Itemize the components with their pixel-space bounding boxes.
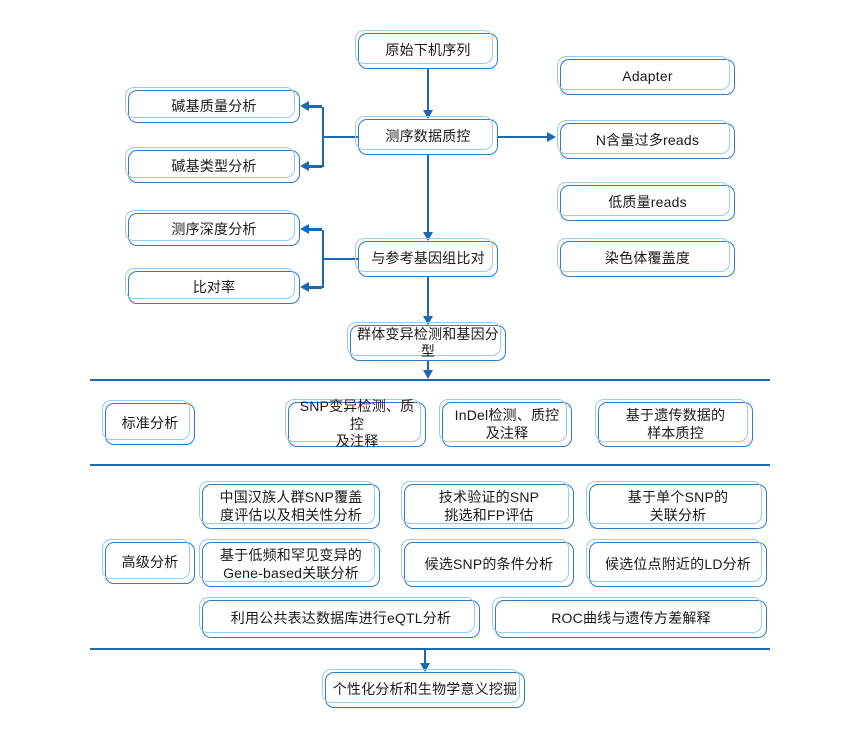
- node-base-quality[interactable]: 碱基质量分析: [125, 87, 300, 123]
- node-snp-detect[interactable]: SNP变异检测、质控 及注释: [285, 398, 426, 449]
- node-label-candidate-snp-cond: 候选SNP的条件分析: [424, 555, 554, 572]
- node-label-indel-detect: InDel检测、质控 及注释: [454, 407, 560, 441]
- node-chrom-coverage[interactable]: 染色体覆盖度: [557, 238, 735, 277]
- node-label-personalized-analysis: 个性化分析和生物学意义挖掘: [332, 681, 518, 698]
- node-label-variant-genotyping: 群体变异检测和基因分型: [357, 325, 499, 360]
- node-label-snp-detect: SNP变异检测、质控 及注释: [299, 398, 415, 450]
- node-label-tech-validated-snp: 技术验证的SNP 挑选和FP评估: [438, 489, 540, 523]
- node-label-base-quality: 碱基质量分析: [171, 97, 257, 114]
- node-variant-genotyping[interactable]: 群体变异检测和基因分型: [347, 322, 506, 361]
- connector-raw-to-qc: [426, 69, 430, 110]
- connector-qc-to-base-type: [309, 165, 322, 168]
- node-label-gene-based-assoc: 基于低频和罕见变异的 Gene-based关联分析: [220, 547, 362, 581]
- node-sample-qc[interactable]: 基于遗传数据的 样本质控: [595, 399, 753, 447]
- node-align-rate[interactable]: 比对率: [125, 268, 300, 304]
- node-label-roc-variance: ROC曲线与遗传方差解释: [551, 610, 711, 627]
- node-personalized-analysis[interactable]: 个性化分析和生物学意义挖掘: [322, 669, 525, 708]
- connector-qc-to-n-reads: [498, 135, 547, 139]
- node-low-quality-reads[interactable]: 低质量reads: [557, 182, 735, 221]
- node-raw-sequence[interactable]: 原始下机序列: [355, 30, 498, 69]
- node-gene-based-assoc[interactable]: 基于低频和罕见变异的 Gene-based关联分析: [199, 539, 380, 587]
- node-label-raw-sequence: 原始下机序列: [385, 42, 471, 59]
- node-label-align-rate: 比对率: [192, 278, 236, 295]
- node-single-snp-assoc[interactable]: 基于单个SNP的 关联分析: [586, 481, 767, 529]
- node-advanced-analysis[interactable]: 高级分析: [102, 539, 195, 584]
- node-label-ld-analysis: 候选位点附近的LD分析: [604, 555, 752, 572]
- arrowhead-variant-to-standard-icon: [422, 370, 433, 379]
- node-han-snp-coverage[interactable]: 中国汉族人群SNP覆盖 度评估以及相关性分析: [199, 481, 380, 529]
- section-divider-standard: [90, 379, 770, 381]
- node-label-han-snp-coverage: 中国汉族人群SNP覆盖 度评估以及相关性分析: [219, 489, 363, 523]
- node-label-sample-qc: 基于遗传数据的 样本质控: [625, 407, 726, 441]
- node-label-chrom-coverage: 染色体覆盖度: [604, 250, 691, 267]
- connector-qc-bracket: [322, 106, 325, 167]
- arrowhead-align-to-rate-icon: [300, 282, 309, 292]
- node-qc[interactable]: 测序数据质控: [355, 116, 498, 155]
- node-candidate-snp-cond[interactable]: 候选SNP的条件分析: [401, 539, 574, 587]
- node-indel-detect[interactable]: InDel检测、质控 及注释: [439, 399, 572, 447]
- node-label-eqtl-analysis: 利用公共表达数据库进行eQTL分析: [230, 610, 452, 627]
- node-eqtl-analysis[interactable]: 利用公共表达数据库进行eQTL分析: [199, 597, 480, 638]
- connector-align-to-variant: [426, 277, 430, 316]
- arrowhead-align-to-depth-icon: [300, 224, 309, 234]
- node-label-base-type: 碱基类型分析: [171, 157, 257, 174]
- node-label-standard-analysis: 标准分析: [121, 415, 179, 432]
- node-adapter[interactable]: Adapter: [557, 56, 735, 95]
- node-label-low-quality-reads: 低质量reads: [608, 194, 687, 211]
- node-label-advanced-analysis: 高级分析: [121, 554, 179, 571]
- node-label-n-reads: N含量过多reads: [595, 132, 700, 149]
- section-divider-advanced: [90, 464, 770, 466]
- node-label-align-reference: 与参考基因组比对: [371, 250, 485, 267]
- connector-qc-stub-left: [322, 135, 358, 139]
- section-divider-final: [90, 648, 770, 650]
- arrowhead-qc-to-base-type-icon: [300, 161, 309, 171]
- node-standard-analysis[interactable]: 标准分析: [102, 400, 195, 445]
- arrowhead-qc-to-n-reads-icon: [547, 131, 556, 142]
- arrowhead-final-to-personal-icon: [419, 663, 430, 672]
- connector-align-bracket: [322, 229, 325, 288]
- connector-variant-to-standard: [426, 361, 430, 370]
- connector-qc-to-base-quality: [309, 105, 322, 108]
- node-align-reference[interactable]: 与参考基因组比对: [355, 238, 498, 277]
- node-label-qc: 测序数据质控: [385, 128, 471, 145]
- connector-final-to-personal: [423, 648, 427, 663]
- arrowhead-qc-to-align-icon: [422, 232, 433, 241]
- arrowhead-qc-to-base-quality-icon: [300, 101, 309, 111]
- node-base-type[interactable]: 碱基类型分析: [125, 147, 300, 183]
- connector-align-stub-left: [322, 257, 358, 261]
- connector-align-to-rate: [309, 286, 322, 289]
- connector-qc-to-align: [426, 155, 430, 232]
- connector-align-to-depth: [309, 228, 322, 231]
- arrowhead-align-to-variant-icon: [422, 316, 433, 325]
- node-label-adapter: Adapter: [622, 68, 673, 85]
- node-roc-variance[interactable]: ROC曲线与遗传方差解释: [492, 597, 767, 638]
- node-tech-validated-snp[interactable]: 技术验证的SNP 挑选和FP评估: [401, 481, 574, 529]
- arrowhead-raw-to-qc-icon: [422, 110, 433, 119]
- node-depth-analysis[interactable]: 测序深度分析: [125, 210, 300, 246]
- node-ld-analysis[interactable]: 候选位点附近的LD分析: [586, 539, 767, 587]
- node-n-reads[interactable]: N含量过多reads: [557, 120, 735, 159]
- node-label-single-snp-assoc: 基于单个SNP的 关联分析: [627, 489, 729, 523]
- node-label-depth-analysis: 测序深度分析: [171, 220, 257, 237]
